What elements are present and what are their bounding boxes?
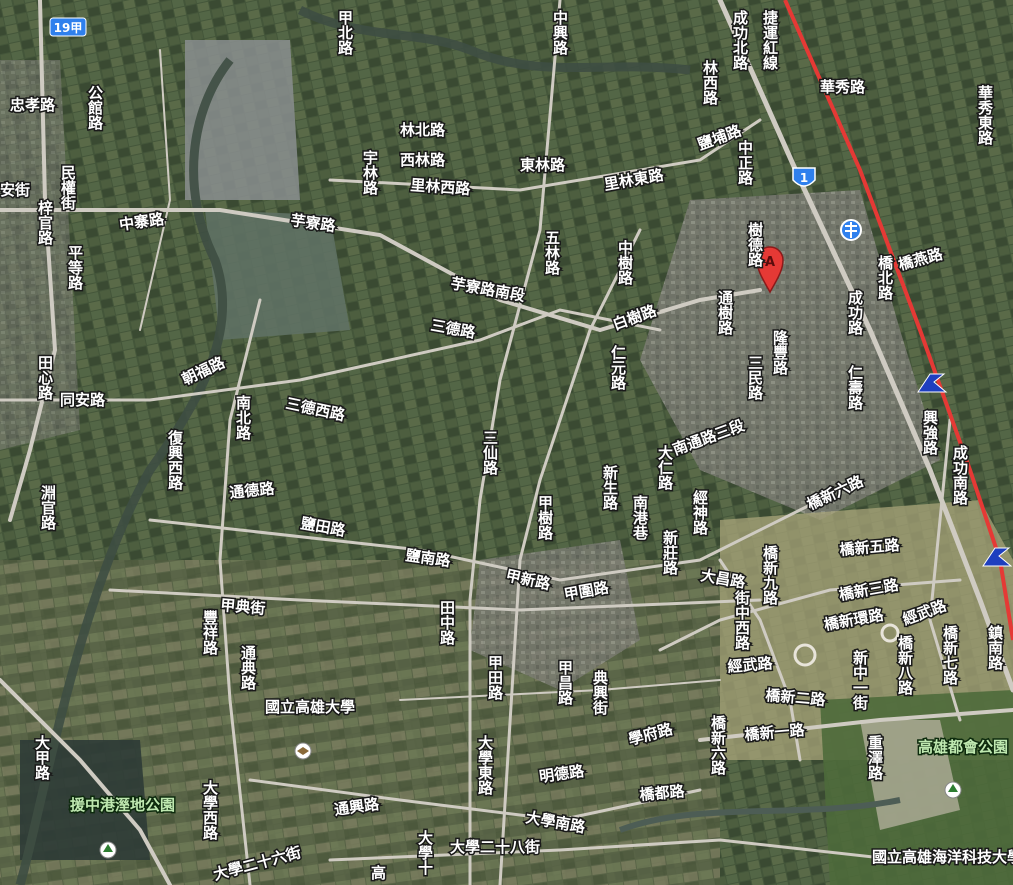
road-label: 豐祥路 <box>201 610 219 655</box>
road-label: 民權街 <box>59 165 77 211</box>
road-label: 梓官路 <box>36 199 54 245</box>
road-label: 大學十 <box>416 829 434 876</box>
vertical-road-labels: 中興路 甲北路 成功北路 捷運紅線 林西路 華秀東路 公館路 民權街 梓官路 平… <box>32 8 1006 883</box>
road-label: 大學西路 <box>201 779 219 840</box>
road-label: 甲樹路 <box>536 495 554 540</box>
road-label: 復興西路 <box>166 429 184 490</box>
roundabout-west <box>793 643 817 667</box>
road-label: 宇林路 <box>361 149 379 195</box>
road-label: 經神路 <box>691 489 709 535</box>
road-label: 三民路 <box>746 355 764 400</box>
road-label: 中樹路 <box>616 239 634 285</box>
provincial-highway-shield: 19甲 <box>49 17 87 37</box>
road-label: 成功北路 <box>731 9 749 70</box>
road-label: 平等路 <box>66 245 84 290</box>
svg-text:A: A <box>765 255 775 270</box>
national-freeway-shield: 1 <box>792 167 816 187</box>
road-label: 橋北路 <box>876 254 894 300</box>
road-label: 仁壽路 <box>846 364 864 410</box>
svg-text:1: 1 <box>800 171 808 185</box>
road-label: 新生路 <box>601 464 619 510</box>
canal-south <box>618 797 901 833</box>
road-label: 捷運紅線 <box>761 9 779 71</box>
road-label: 林西路 <box>701 59 719 105</box>
road-label: 甲昌路 <box>556 660 574 705</box>
road-label: 南北路 <box>234 394 252 440</box>
place-labels: 國立高雄大學 高雄都會公園 援中港溼地公園 國立高雄海洋科技大學 <box>69 697 1013 868</box>
road-label: 五林路 <box>543 230 561 275</box>
road-label: 重澤路 <box>866 734 884 780</box>
road-label: 安街 <box>0 181 30 199</box>
road-label: 中興路 <box>551 9 569 55</box>
road-label: 華秀路 <box>820 78 866 96</box>
road-label: 高 <box>369 864 387 881</box>
park-icon[interactable] <box>99 841 117 859</box>
fish-ponds <box>205 210 350 340</box>
roundabout-east <box>880 623 900 643</box>
road-label: 橋新八路 <box>896 634 914 695</box>
place-label-metro-park: 高雄都會公園 <box>918 738 1008 756</box>
road-label: 忠孝路 <box>10 96 56 114</box>
road-label: 橋新九路 <box>761 544 779 605</box>
metro-red-line <box>783 0 1013 641</box>
road-label: 鎮南路 <box>986 624 1004 670</box>
road-label: 新中一街 <box>851 649 869 711</box>
road-label: 成功南路 <box>951 444 969 505</box>
urban-area-nanzi <box>470 540 640 690</box>
place-label-wetland-park: 援中港溼地公園 <box>70 796 175 814</box>
road-label: 橋新七路 <box>941 624 959 685</box>
road-label: 樹德路 <box>746 221 764 267</box>
urban-area-west <box>0 60 80 450</box>
road-label: 淵官路 <box>39 484 57 530</box>
road-label: 仁元路 <box>609 344 627 390</box>
road-label: 隆豐路 <box>771 329 789 375</box>
road-label: 通樹路 <box>716 290 734 335</box>
krt-logo-icon[interactable] <box>982 547 1013 567</box>
place-label-marine-univ: 國立高雄海洋科技大學 <box>872 848 1013 866</box>
road-label: 街中西路 <box>733 589 751 650</box>
road-label: 橋都路 <box>639 782 686 804</box>
urban-area-qiaotou <box>640 190 940 520</box>
road-label: 西林路 <box>400 151 446 169</box>
place-label-nuk: 國立高雄大學 <box>265 698 355 716</box>
university-icon[interactable] <box>294 742 312 760</box>
road-label: 東林路 <box>520 156 566 174</box>
road-label: 橋新二路 <box>765 686 827 709</box>
road-label: 南港巷 <box>631 494 649 541</box>
river <box>15 5 691 885</box>
road-label: 興強路 <box>921 409 939 455</box>
park-icon[interactable] <box>944 781 962 799</box>
road-label: 中正路 <box>736 139 754 185</box>
road-label: 新莊路 <box>661 529 679 575</box>
road-label: 同安路 <box>60 391 106 409</box>
road-label: 林北路 <box>400 121 446 139</box>
metro-station-icon[interactable] <box>840 219 862 241</box>
road-label: 甲田路 <box>486 655 504 700</box>
road-label: 橋新一路 <box>744 721 806 744</box>
road-label: 大仁路 <box>656 444 674 490</box>
map-pin-icon[interactable]: A <box>756 246 784 294</box>
road-label: 大學東路 <box>476 734 494 795</box>
road-label: 橋新六路 <box>709 714 727 775</box>
road-label: 華秀東路 <box>976 84 994 145</box>
krt-logo-icon[interactable] <box>917 373 948 393</box>
road-label: 公館路 <box>86 85 104 130</box>
road-label: 典興街 <box>591 669 609 716</box>
road-label: 大甲路 <box>33 734 51 780</box>
road-label: 田中路 <box>438 600 456 645</box>
road-label: 大學二十八街 <box>450 838 540 856</box>
wetland-ponds <box>20 740 150 860</box>
road-label: 三仙路 <box>481 430 499 475</box>
road-label: 甲北路 <box>336 10 354 55</box>
road-label: 田心路 <box>36 355 54 400</box>
road-label: 成功路 <box>846 289 864 335</box>
svg-text:19甲: 19甲 <box>54 21 83 35</box>
road-label: 通典路 <box>239 645 257 690</box>
